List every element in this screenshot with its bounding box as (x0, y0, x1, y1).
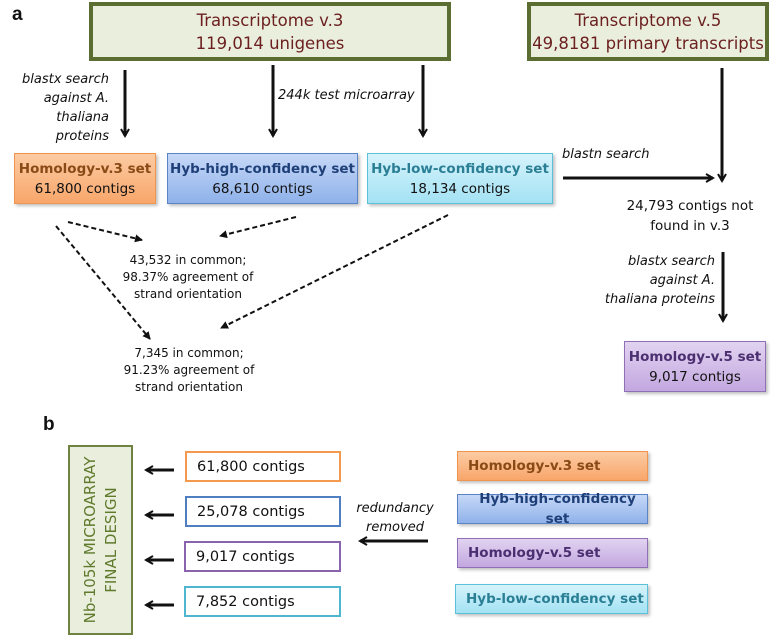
set-name-hyb-low: Hyb-low-confidency set (466, 591, 644, 607)
transcriptome-v5-box: Transcriptome v.5 49,8181 primary transc… (527, 2, 769, 61)
overlap-low-line-1: 7,345 in common; (134, 346, 244, 360)
set-box-hyb-high: Hyb-high-confidency set (457, 491, 648, 527)
set-name-homology-v5: Homology-v.5 set (468, 545, 601, 561)
final-design-text: Nb-105k MICROARRAY FINAL DESIGN (80, 445, 122, 635)
transcriptome-v3-subtitle: 119,014 unigenes (195, 33, 345, 53)
not-found-note: 24,793 contigs not found in v.3 (610, 196, 770, 236)
not-found-line-2: found in v.3 (650, 218, 730, 234)
blastx-v5-line-1: blastx search (628, 254, 715, 269)
set-box-homology-v5: Homology-v.5 set (457, 538, 648, 568)
hyb-low-set-box: Hyb-low-confidency set 18,134 contigs (367, 153, 553, 204)
homology-v5-set-count: 9,017 contigs (649, 368, 741, 385)
redundancy-line-2: removed (366, 520, 424, 535)
blastx-v5-label: blastx search against A. thaliana protei… (590, 252, 715, 309)
blastx-v5-line-2: against A. (649, 273, 715, 288)
hyb-high-set-count: 68,610 contigs (212, 180, 313, 197)
overlap-low-line-3: strand orientation (135, 380, 243, 394)
homology-v5-set-box: Homology-v.5 set 9,017 contigs (624, 341, 766, 392)
hyb-low-set-count: 18,134 contigs (409, 180, 511, 197)
hyb-high-set-box: Hyb-high-confidency set 68,610 contigs (167, 153, 358, 204)
blastx-v3-line-2: against A. (43, 91, 109, 106)
test-microarray-label: 244k test microarray (278, 88, 415, 103)
hyb-low-set-name: Hyb-low-confidency set (371, 160, 549, 177)
blastx-v3-line-3: thaliana proteins (55, 110, 109, 144)
transcriptome-v5-title: Transcriptome v.5 (574, 10, 722, 30)
final-design-line-2: FINAL DESIGN (101, 487, 120, 593)
overlap-high-note: 43,532 in common; 98.37% agreement of st… (118, 252, 258, 303)
set-name-hyb-high: Hyb-high-confidency set (479, 491, 636, 527)
output-box-hyb-high: 25,078 contigs (185, 496, 341, 527)
overlap-low-note: 7,345 in common; 91.23% agreement of str… (119, 345, 259, 396)
output-box-hyb-low: 7,852 contigs (184, 586, 341, 617)
overlap-low-line-2: 91.23% agreement of (123, 363, 255, 377)
transcriptome-v3-box: Transcriptome v.3 119,014 unigenes (89, 2, 451, 61)
overlap-high-line-1: 43,532 in common; (129, 253, 247, 267)
final-design-line-1: Nb-105k MICROARRAY (80, 456, 99, 624)
output-box-homology-v5: 9,017 contigs (184, 541, 341, 572)
panel-a-label: a (12, 4, 23, 25)
redundancy-line-1: redundancy (356, 501, 434, 516)
overlap-high-line-3: strand orientation (134, 287, 242, 301)
overlap-high-line-2: 98.37% agreement of (122, 270, 254, 284)
hyb-high-set-name: Hyb-high-confidency set (170, 160, 355, 177)
dashed-arrow-hyb-high-to-overlap-high (219, 216, 297, 239)
set-box-hyb-low: Hyb-low-confidency set (455, 584, 648, 614)
set-box-homology-v3: Homology-v.3 set (457, 451, 648, 481)
transcriptome-v5-subtitle: 49,8181 primary transcripts (532, 33, 764, 53)
not-found-line-1: 24,793 contigs not (626, 198, 754, 214)
homology-v3-set-box: Homology-v.3 set 61,800 contigs (14, 153, 156, 204)
homology-v3-set-count: 61,800 contigs (34, 180, 136, 197)
blastn-label: blastn search (562, 147, 650, 162)
final-design-box: Nb-105k MICROARRAY FINAL DESIGN (68, 445, 133, 635)
blastx-v3-line-1: blastx search (22, 72, 109, 87)
redundancy-removed-label: redundancy removed (355, 499, 435, 537)
homology-v3-set-name: Homology-v.3 set (18, 160, 152, 177)
dashed-arrow-hyb-low-to-overlap-low (220, 214, 449, 329)
homology-v5-set-name: Homology-v.5 set (628, 348, 762, 365)
blastx-v3-label: blastx search against A. thaliana protei… (0, 70, 109, 146)
panel-b-label: b (43, 414, 55, 435)
set-name-homology-v3: Homology-v.3 set (468, 458, 601, 474)
dashed-arrow-homology-to-overlap-low (55, 225, 151, 340)
transcriptome-v3-title: Transcriptome v.3 (196, 10, 344, 30)
dashed-arrow-homology-to-overlap-high (67, 221, 143, 243)
output-box-homology-v3: 61,800 contigs (185, 451, 341, 482)
blastx-v5-line-3: thaliana proteins (604, 292, 715, 307)
